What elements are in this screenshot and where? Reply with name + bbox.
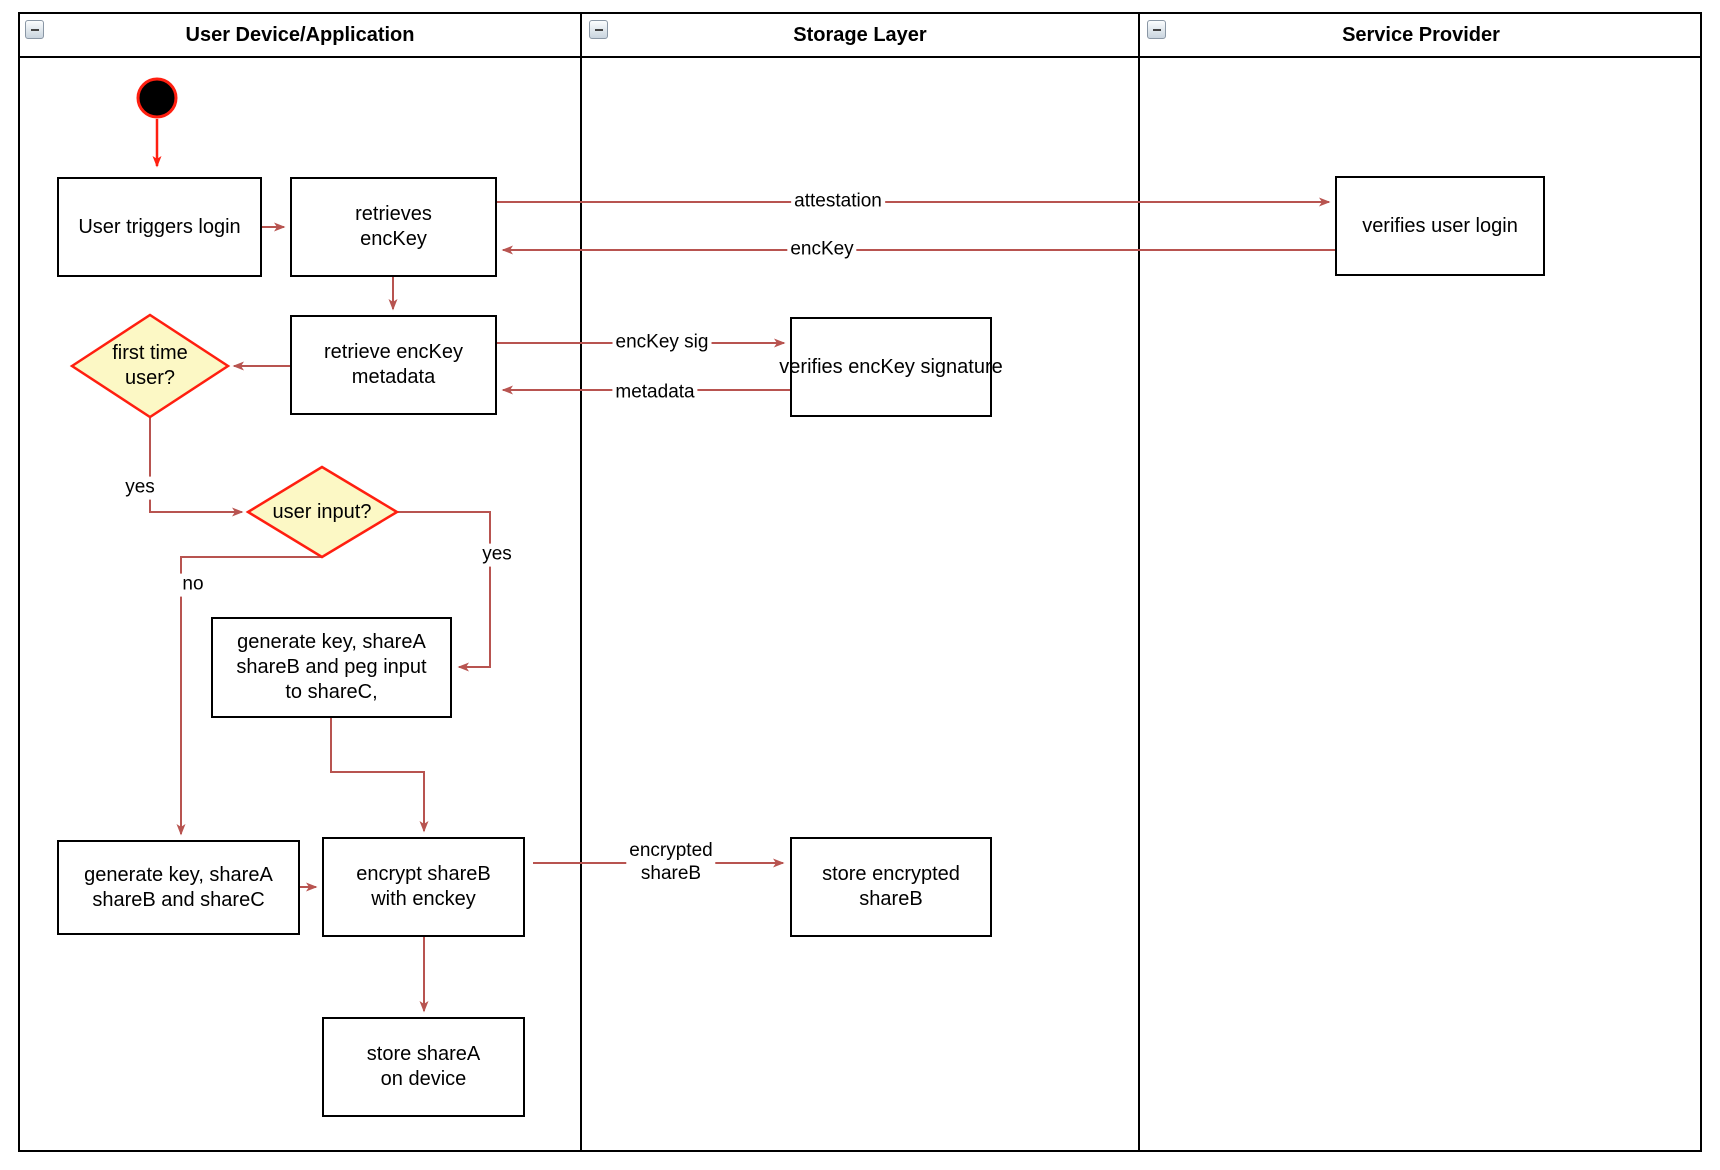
minus-icon (30, 28, 39, 31)
pool-border (18, 12, 1702, 1152)
node-store-encrypted-shareb[interactable]: store encrypted shareB (790, 837, 992, 937)
decision-first-time-user[interactable] (69, 313, 231, 419)
minus-icon (1152, 28, 1161, 31)
edge-label-metadata[interactable]: metadata (612, 381, 698, 405)
edge-label-yes-user-input[interactable]: yes (479, 543, 515, 567)
node-encrypt-shareb[interactable]: encrypt shareB with enckey (322, 837, 525, 937)
node-verifies-user-login[interactable]: verifies user login (1335, 176, 1545, 276)
edge-label-encrypted-shareb[interactable]: encrypted shareB (626, 840, 716, 886)
collapse-lane-button-3[interactable] (1147, 20, 1166, 39)
start-node[interactable] (136, 77, 178, 119)
lane-divider-2 (1138, 12, 1140, 1152)
decision-user-input[interactable] (245, 465, 400, 559)
lane-header-storage-layer[interactable]: Storage Layer (582, 14, 1138, 56)
collapse-lane-button-1[interactable] (25, 20, 44, 39)
minus-icon (594, 28, 603, 31)
node-user-triggers-login[interactable]: User triggers login (57, 177, 262, 277)
lane-title-user-device: User Device/Application (185, 23, 415, 46)
edge-label-attestation[interactable]: attestation (791, 190, 885, 214)
edge-label-yes-first-time[interactable]: yes (122, 476, 158, 500)
node-store-sharea[interactable]: store shareA on device (322, 1017, 525, 1117)
lane-header-service-provider[interactable]: Service Provider (1140, 14, 1702, 56)
lane-title-storage-layer: Storage Layer (793, 23, 927, 46)
collapse-lane-button-2[interactable] (589, 20, 608, 39)
lane-header-user-device[interactable]: User Device/Application (20, 14, 580, 56)
node-retrieve-enckey-metadata[interactable]: retrieve encKey metadata (290, 315, 497, 415)
edge-userinput-yes[interactable] (397, 511, 491, 672)
edge-label-no-user-input[interactable]: no (179, 573, 207, 597)
lane-title-service-provider: Service Provider (1342, 23, 1500, 46)
edge-label-enckey[interactable]: encKey (787, 238, 857, 262)
edge-peg-to-encrypt[interactable] (330, 718, 429, 833)
edge-firsttime-yes[interactable] (149, 417, 244, 517)
edge-label-enckey-sig[interactable]: encKey sig (612, 331, 712, 355)
node-verifies-enckey-signature[interactable]: verifies encKey signature (779, 317, 1003, 417)
edge-userinput-no[interactable] (176, 556, 322, 836)
lane-divider-1 (580, 12, 582, 1152)
node-retrieves-enckey[interactable]: retrieves encKey (290, 177, 497, 277)
node-generate-key-peg-input[interactable]: generate key, shareA shareB and peg inpu… (211, 617, 452, 718)
node-generate-key-shares[interactable]: generate key, shareA shareB and shareC (57, 840, 300, 935)
lane-header-separator (18, 56, 1702, 58)
